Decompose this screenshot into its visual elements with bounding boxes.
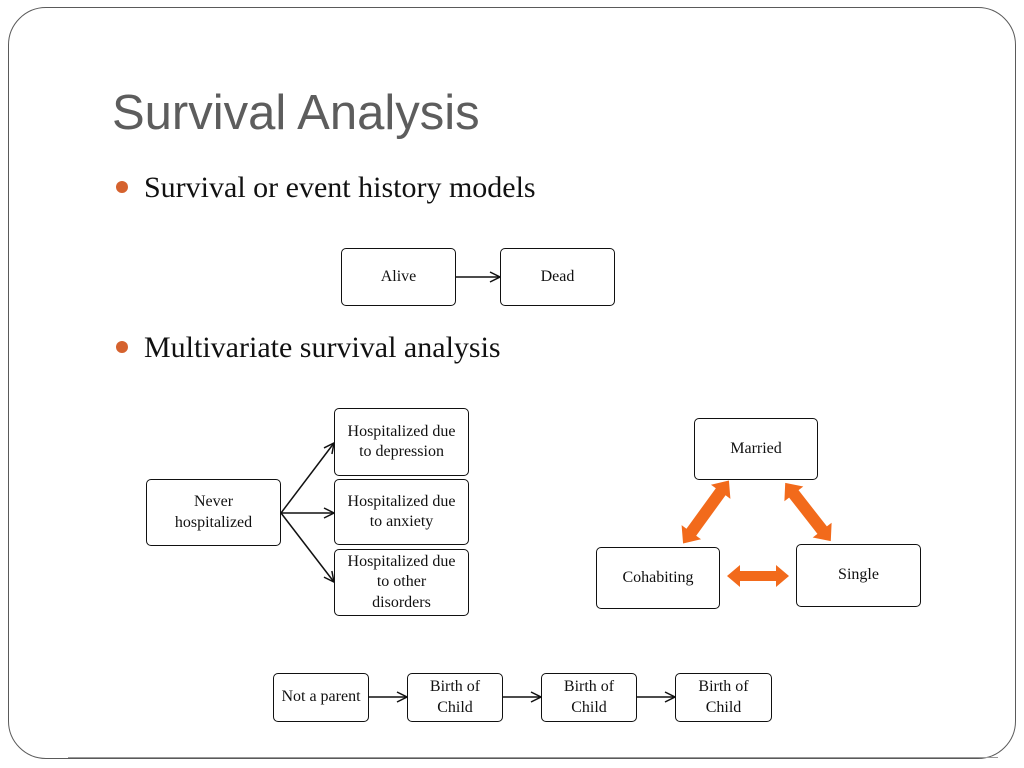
- arrow-never-other: [280, 512, 334, 582]
- node-not-a-parent: Not a parent: [273, 673, 369, 722]
- node-never-hospitalized: Never hospitalized: [146, 479, 281, 546]
- node-single: Single: [796, 544, 921, 607]
- node-dead: Dead: [500, 248, 615, 306]
- bottom-rule: [68, 757, 998, 758]
- bullet-text: Survival or event history models: [144, 171, 536, 204]
- node-married: Married: [694, 418, 818, 480]
- bullet-dot: [116, 341, 128, 353]
- node-birth-of-child-1: Birth of Child: [407, 673, 503, 722]
- bullet-text: Multivariate survival analysis: [144, 331, 501, 364]
- node-birth-of-child-3: Birth of Child: [675, 673, 772, 722]
- node-birth-of-child-2: Birth of Child: [541, 673, 637, 722]
- node-hospitalized-other: Hospitalized due to other disorders: [334, 549, 469, 616]
- slide-title: Survival Analysis: [112, 86, 480, 140]
- double-arrow-married-cohabiting: [681, 480, 731, 544]
- double-arrow-cohabiting-single: [727, 565, 789, 587]
- slide-frame: [8, 7, 1016, 759]
- double-arrow-married-single: [784, 482, 832, 542]
- bullet-item: Survival or event history models: [116, 170, 536, 206]
- arrow-never-depression: [280, 443, 334, 514]
- bullet-item: Multivariate survival analysis: [116, 330, 501, 366]
- node-hospitalized-anxiety: Hospitalized due to anxiety: [334, 479, 469, 545]
- bullet-dot: [116, 181, 128, 193]
- node-cohabiting: Cohabiting: [596, 547, 720, 609]
- node-hospitalized-depression: Hospitalized due to depression: [334, 408, 469, 476]
- node-alive: Alive: [341, 248, 456, 306]
